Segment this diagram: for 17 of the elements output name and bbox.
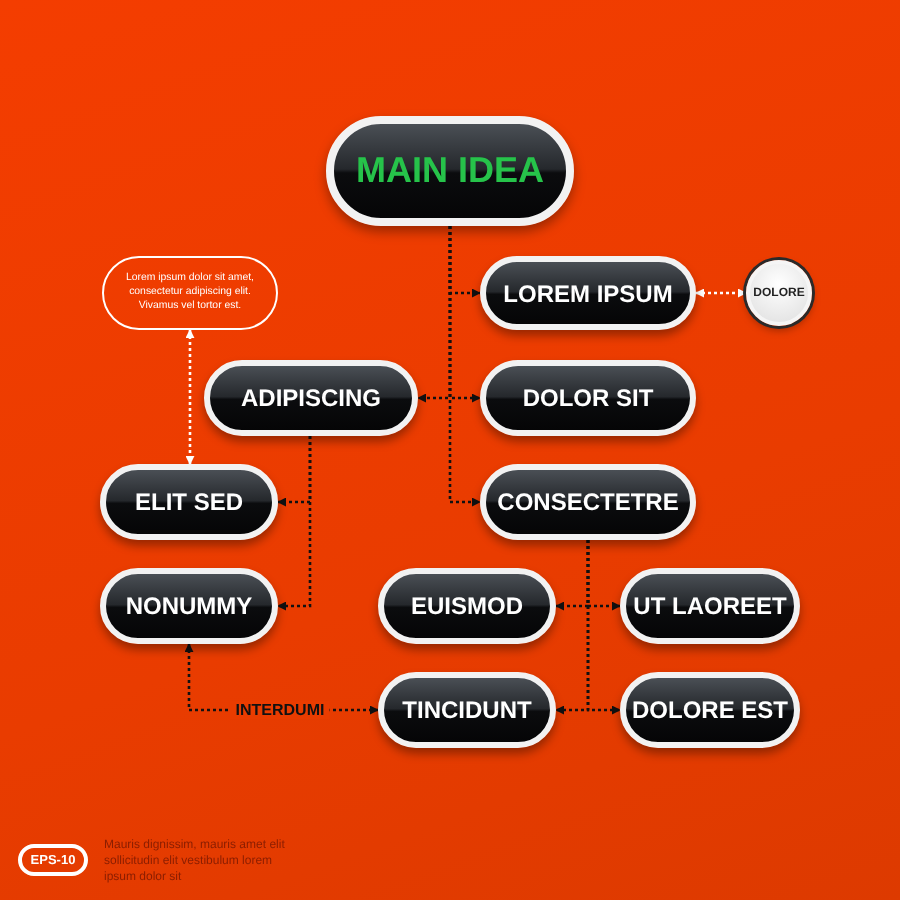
dotted-arrow (586, 540, 621, 715)
topic-pill: UT LAOREET (620, 568, 800, 644)
edge-label: INTERDUMI (229, 701, 331, 719)
dotted-arrow (277, 436, 312, 611)
topic-pill: CONSECTETRE (480, 464, 696, 540)
topic-pill: EUISMOD (378, 568, 556, 644)
topic-pill: ELIT SED (100, 464, 278, 540)
main-idea-pill: MAIN IDEA (326, 116, 574, 226)
dotted-arrow (185, 329, 195, 465)
topic-pill: DOLOR SIT (480, 360, 696, 436)
topic-pill: DOLORE EST (620, 672, 800, 748)
topic-pill: TINCIDUNT (378, 672, 556, 748)
topic-pill: ADIPISCING (204, 360, 418, 436)
topic-pill: LOREM IPSUM (480, 256, 696, 330)
dotted-arrow (695, 288, 747, 298)
topic-pill: NONUMMY (100, 568, 278, 644)
dotted-arrow (417, 226, 452, 403)
